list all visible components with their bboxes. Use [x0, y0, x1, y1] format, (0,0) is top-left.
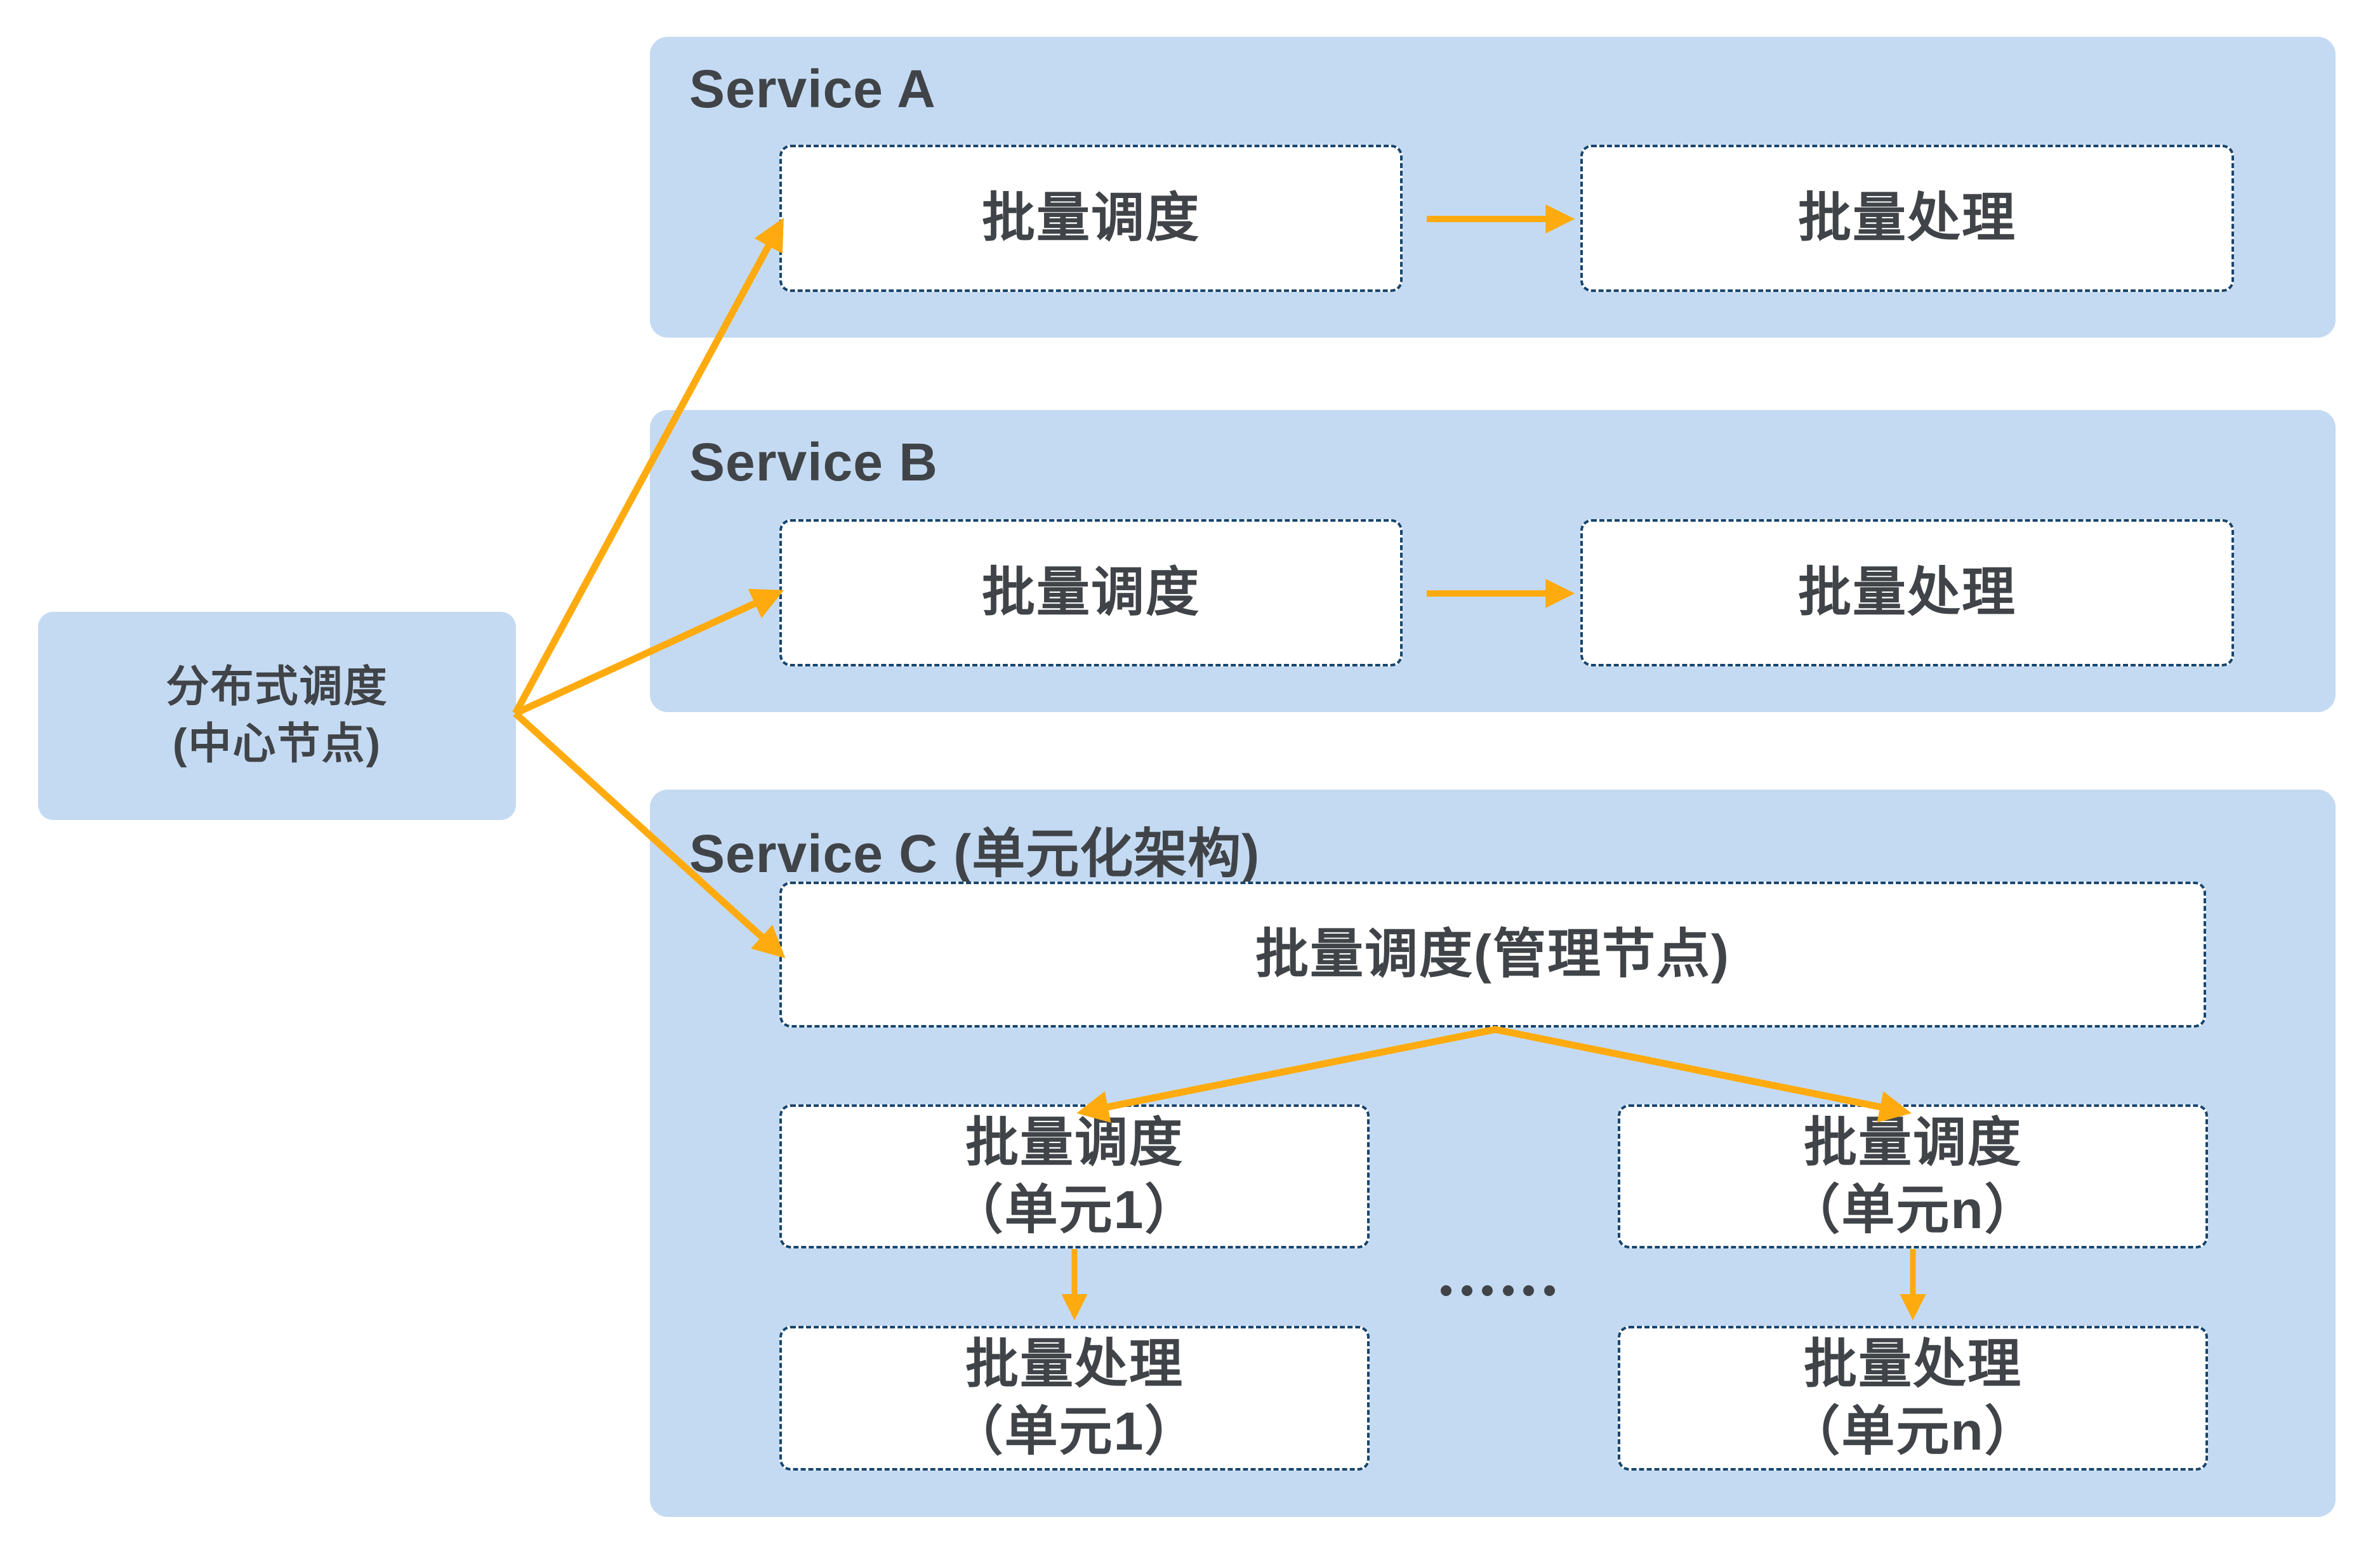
- service-c-unit1-scheduler-box: 批量调度 （单元1）: [779, 1104, 1370, 1248]
- service-a-batch-scheduler-box: 批量调度: [779, 145, 1403, 292]
- service-c-unit1-scheduler-label-line1: 批量调度: [965, 1112, 1184, 1172]
- service-b-batch-scheduler-box: 批量调度: [779, 519, 1403, 666]
- service-a-batch-scheduler-label: 批量调度: [981, 188, 1200, 248]
- ellipsis-dot: [1544, 1285, 1555, 1296]
- service-a-batch-processor-box: 批量处理: [1580, 145, 2234, 292]
- ellipsis-dot: [1441, 1285, 1451, 1296]
- service-c-management-scheduler-label: 批量调度(管理节点): [1255, 924, 1730, 984]
- ellipsis-dot: [1523, 1285, 1535, 1296]
- ellipsis-dot: [1482, 1285, 1493, 1296]
- service-c-unitn-processor-label-line2: （单元n）: [1787, 1401, 2039, 1461]
- ellipsis-dot: [1502, 1285, 1514, 1296]
- service-b-batch-processor-box: 批量处理: [1580, 519, 2234, 666]
- central-scheduler-node: 分布式调度 (中心节点): [38, 612, 516, 820]
- service-b-batch-scheduler-label: 批量调度: [981, 562, 1200, 623]
- service-c-title: Service C (单元化架构): [689, 824, 1260, 883]
- ellipsis-dot: [1461, 1285, 1472, 1296]
- service-c-unitn-scheduler-box: 批量调度 （单元n）: [1618, 1104, 2208, 1248]
- service-c-unit1-processor-label-line2: （单元1）: [949, 1401, 1200, 1461]
- service-a-batch-processor-label: 批量处理: [1797, 188, 2016, 248]
- service-b-title: Service B: [689, 432, 938, 492]
- central-scheduler-label-line2: (中心节点): [172, 720, 382, 768]
- service-c-management-scheduler-box: 批量调度(管理节点): [779, 882, 2206, 1028]
- service-c-unit1-processor-label-line1: 批量处理: [965, 1334, 1184, 1394]
- service-c-unitn-scheduler-label-line1: 批量调度: [1803, 1112, 2022, 1172]
- service-b-batch-processor-label: 批量处理: [1797, 562, 2016, 623]
- central-scheduler-label-line1: 分布式调度: [166, 663, 388, 711]
- service-a-title: Service A: [689, 59, 936, 119]
- service-c-unitn-processor-label-line1: 批量处理: [1803, 1334, 2022, 1394]
- units-ellipsis: [1441, 1279, 1555, 1302]
- service-c-unitn-scheduler-label-line2: （单元n）: [1787, 1179, 2039, 1240]
- service-c-unitn-processor-box: 批量处理 （单元n）: [1618, 1326, 2208, 1471]
- service-c-unit1-scheduler-label-line2: （单元1）: [949, 1179, 1200, 1240]
- service-c-unit1-processor-box: 批量处理 （单元1）: [779, 1326, 1370, 1471]
